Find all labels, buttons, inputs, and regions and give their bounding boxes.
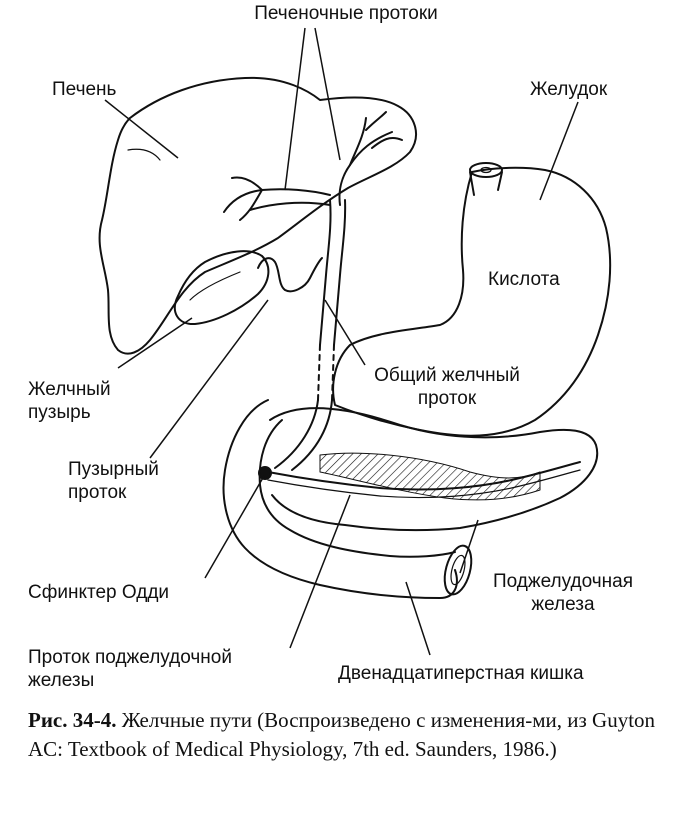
gallbladder-outline [173, 250, 270, 326]
label-duodenum: Двенадцатиперстная кишка [338, 663, 584, 684]
hepatic-ducts [223, 111, 403, 221]
cystic-duct [257, 257, 323, 293]
caption-text: Желчные пути (Воспроизведено с изменения… [28, 708, 656, 761]
label-liver: Печень [52, 79, 117, 100]
esophagus-opening [469, 162, 503, 178]
label-cystic-duct: Пузырный проток [68, 458, 159, 504]
label-cystic-duct-line2: проток [68, 482, 127, 503]
liver-outline [98, 76, 417, 355]
label-pancreatic-duct-line2: железы [28, 670, 95, 691]
label-gallbladder: Желчный пузырь [28, 378, 111, 424]
pancreas-outline [269, 407, 599, 532]
label-pancreas: Поджелудочная железа [478, 570, 648, 616]
label-stomach: Желудок [530, 79, 608, 100]
common-bile-duct [319, 199, 332, 346]
label-gallbladder-line2: пузырь [28, 402, 91, 423]
label-common-bile-duct-line2: проток [417, 388, 477, 409]
label-acid: Кислота [488, 269, 560, 290]
leader-lines [104, 27, 579, 656]
label-pancreatic-duct-line1: Проток поджелудочной [28, 647, 232, 668]
label-common-bile-duct: Общий желчный проток [352, 364, 542, 410]
label-hepatic-ducts: Печеночные протоки [254, 3, 438, 24]
label-pancreas-line1: Поджелудочная [493, 571, 633, 592]
figure-number: Рис. 34-4. [28, 708, 117, 732]
pancreatic-duct [267, 461, 581, 491]
sphincter-oddi-marker [258, 466, 272, 480]
figure-caption: Рис. 34-4. Желчные пути (Воспроизведено … [28, 706, 668, 764]
label-pancreatic-duct: Проток поджелудочной железы [28, 646, 232, 692]
label-pancreas-line2: железа [531, 594, 595, 615]
label-sphincter-oddi: Сфинктер Одди [28, 582, 170, 603]
liver-shade [127, 148, 161, 161]
pancreas-hatch [319, 452, 541, 501]
label-cystic-duct-line1: Пузырный [68, 459, 159, 480]
label-common-bile-duct-line1: Общий желчный [374, 365, 520, 386]
label-gallbladder-line1: Желчный [28, 379, 111, 400]
duodenum-outline [222, 399, 458, 599]
biliary-tract-diagram [98, 27, 612, 656]
